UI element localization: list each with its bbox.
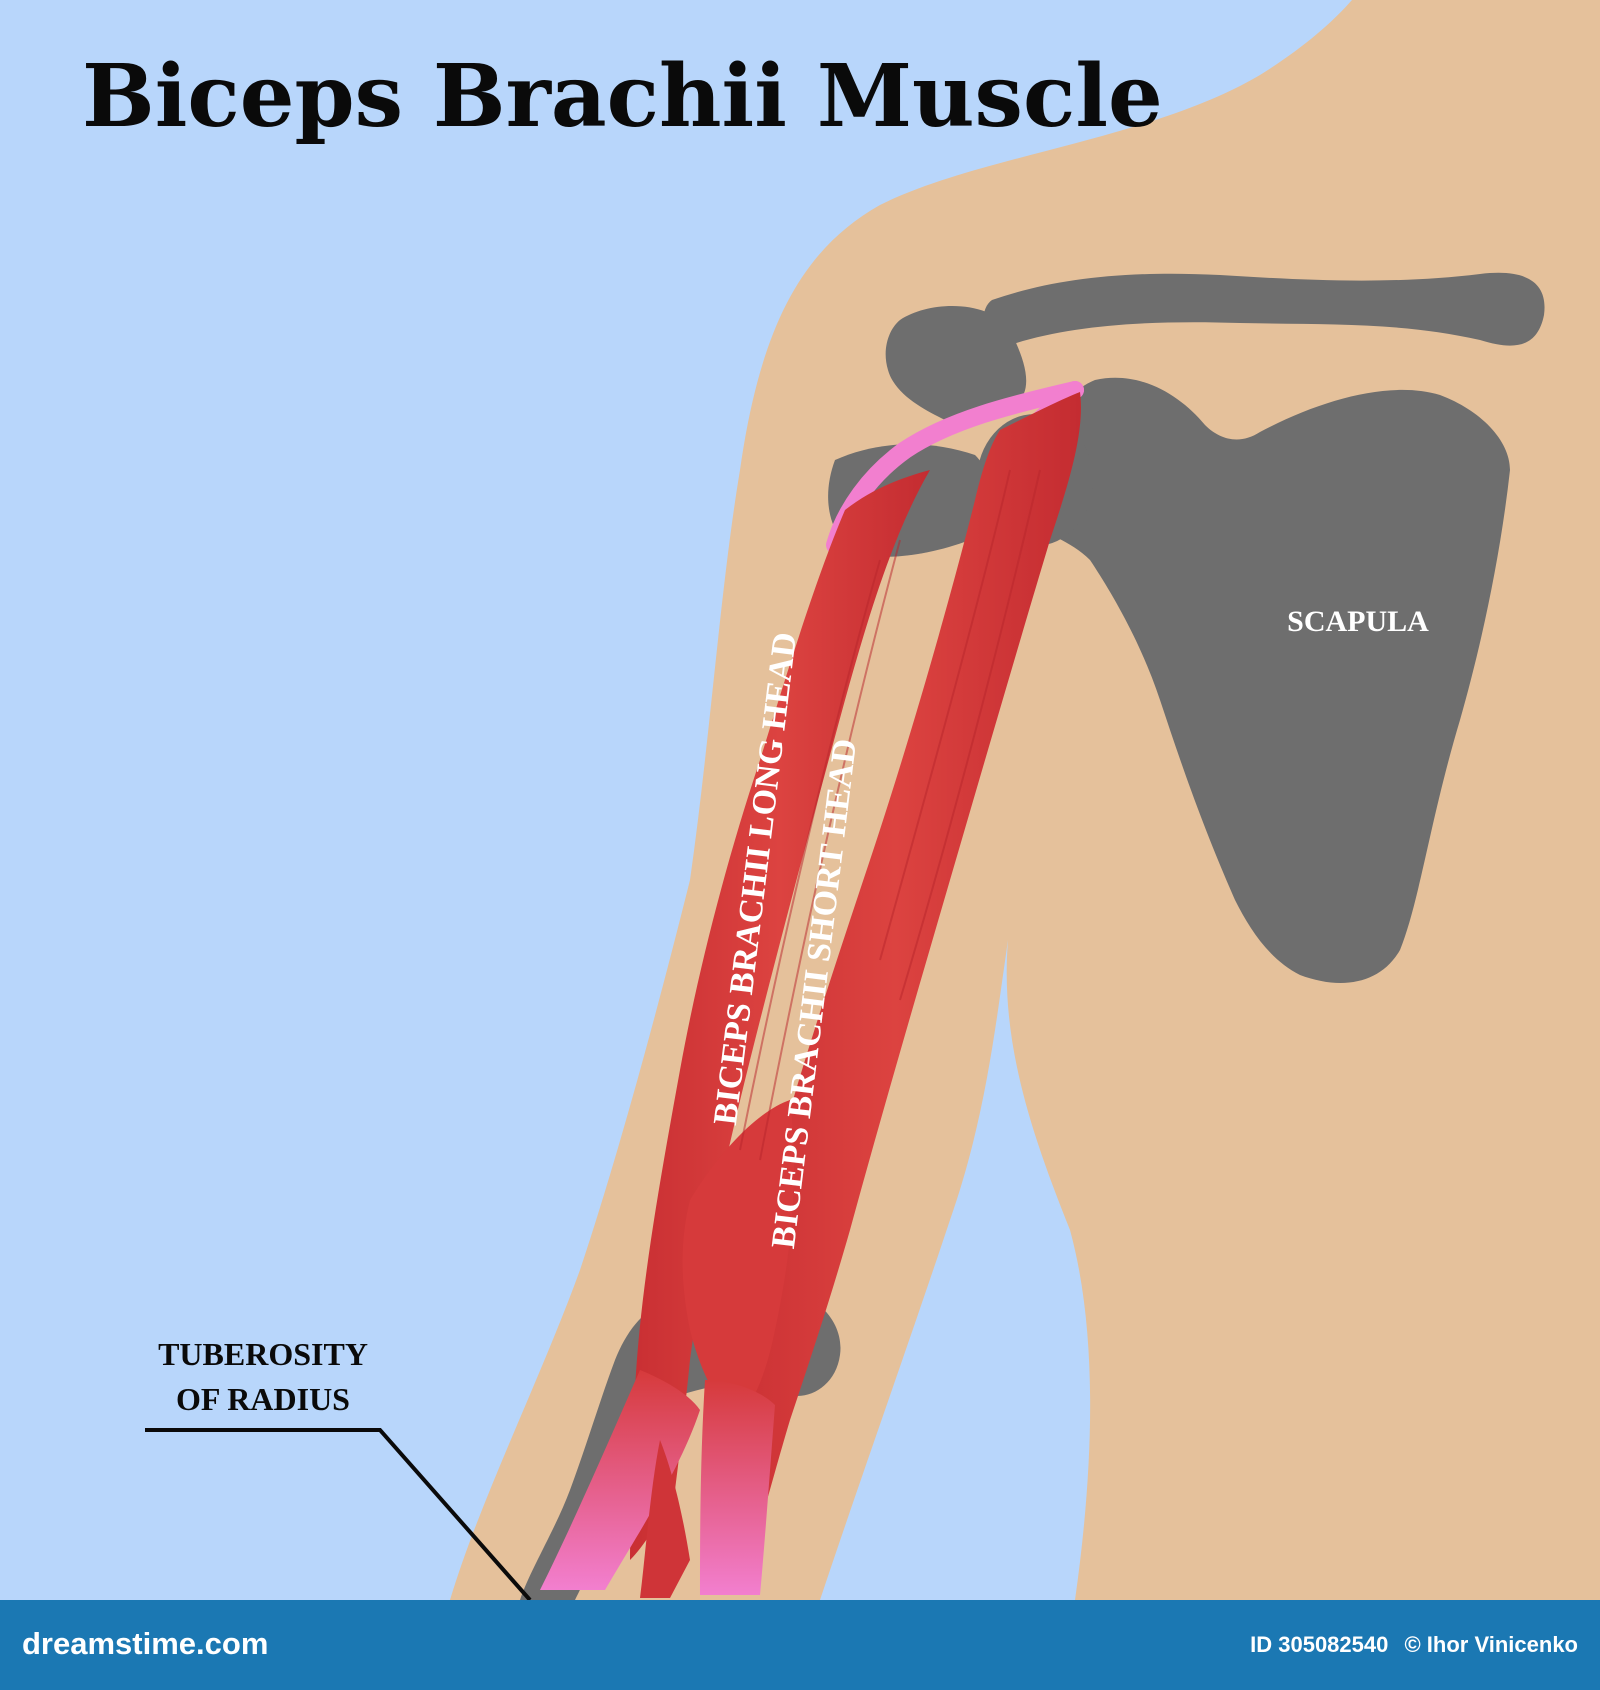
footer-credit: ID 305082540 © Ihor Vinicenko <box>1240 1632 1578 1658</box>
anatomy-illustration: Biceps Brachii Muscle BICEPS BRACHII LON… <box>82 0 1600 1600</box>
distal-tendon-right <box>700 1380 775 1595</box>
footer-bar: dreamstime.com ID 305082540 © Ihor Vinic… <box>0 1600 1600 1690</box>
distal-tendon-left <box>540 1370 700 1590</box>
muscle-lower-merge <box>682 1100 795 1420</box>
clavicle <box>983 272 1545 346</box>
tuberosity-leader-line <box>145 1428 532 1600</box>
distal-muscle-strip <box>640 1440 690 1598</box>
page-title: Biceps Brachii Muscle <box>82 46 1163 147</box>
muscle-fibres <box>739 469 1041 1161</box>
acromion <box>885 306 1027 420</box>
label-tuberosity-line2: OF RADIUS <box>176 1381 350 1417</box>
footer-brand[interactable]: dreamstime.com <box>22 1626 269 1661</box>
label-scapula: SCAPULA <box>1287 605 1429 638</box>
footer-image-id: ID 305082540 <box>1250 1632 1389 1657</box>
label-tuberosity-line1: TUBEROSITY <box>158 1336 368 1372</box>
scapula-bone <box>1020 377 1510 983</box>
footer-author: © Ihor Vinicenko <box>1404 1632 1578 1657</box>
